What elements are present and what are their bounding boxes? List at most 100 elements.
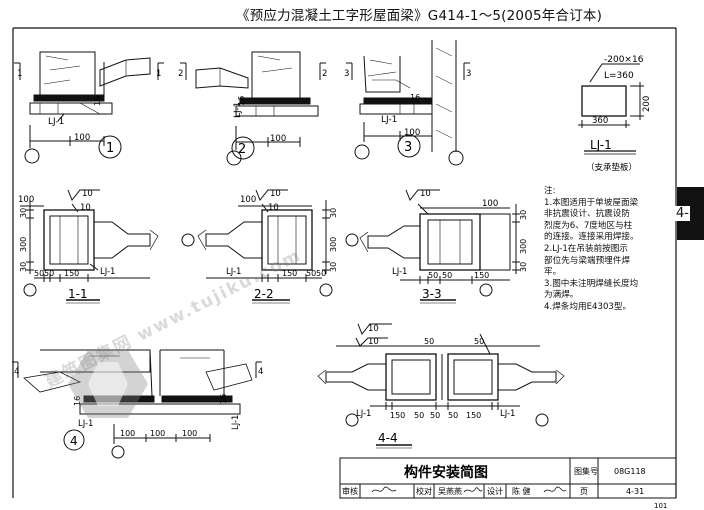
sheet-border xyxy=(12,27,677,498)
chapter-tab-label: 4- xyxy=(675,206,690,221)
section-title-3-3: 3-3 xyxy=(422,287,442,301)
section-4-4-weld-mid: 10 xyxy=(368,337,379,347)
s22-dim-30-bottom: 30 xyxy=(329,262,338,272)
section-4-4-weld-top: 10 xyxy=(368,324,379,334)
note-line: 部位先与梁端预埋件焊 xyxy=(544,255,630,266)
detail-number-3: 3 xyxy=(404,140,412,155)
s44-dim-50-top-a: 50 xyxy=(424,337,434,346)
section-title-4-4: 4-4 xyxy=(378,431,398,445)
detail-3-plate-label: LJ-1 xyxy=(381,115,397,125)
s33-dim-50b: 50 xyxy=(442,271,452,280)
s11-dim-30-top: 30 xyxy=(19,208,28,218)
detail-2-dim-100: 100 xyxy=(270,134,286,144)
detail-3-weld-16: 16 xyxy=(410,93,420,102)
s11-dim-30-bottom: 30 xyxy=(19,262,28,272)
cut-mark-2-right: 2 xyxy=(322,69,327,79)
s11-dim-50a: 50 xyxy=(34,269,44,278)
s33-dim-30-bottom: 30 xyxy=(519,262,528,272)
s44-dim-50-a: 50 xyxy=(414,411,424,420)
s44-dim-50-top-b: 50 xyxy=(474,337,484,346)
s22-dim-30-top: 30 xyxy=(329,208,338,218)
detail-3-dim-100: 100 xyxy=(404,128,420,138)
s33-dim-50a: 50 xyxy=(428,271,438,280)
section-3-3-weld-top: 10 xyxy=(420,189,431,199)
s11-dim-100: 100 xyxy=(18,195,34,205)
s22-plate-label: LJ-1 xyxy=(226,267,241,277)
section-1-1-weld-top: 10 xyxy=(82,189,93,199)
note-line: 为满焊。 xyxy=(544,290,579,301)
plate-dim-vertical: 200 xyxy=(642,96,652,112)
section-1-1 xyxy=(20,189,159,304)
atlas-no-value: 08G118 xyxy=(614,467,646,476)
s11-dim-150: 150 xyxy=(64,269,79,278)
s22-dim-150: 150 xyxy=(282,269,297,278)
detail-1-weld-16: 16 xyxy=(93,96,102,106)
note-line: 1.本图适用于单坡屋面梁 xyxy=(544,197,639,208)
cut-mark-3-right: 3 xyxy=(466,69,471,79)
notes-block: 注: 1.本图适用于单坡屋面梁 非抗震设计、抗震设防 烈度为6、7度地区与柱 的… xyxy=(544,186,674,314)
check-label: 校对 xyxy=(416,486,432,496)
section-1-1-weld-mid: 10 xyxy=(80,203,91,213)
s33-dim-300: 300 xyxy=(519,239,528,254)
checker-signature xyxy=(463,487,483,493)
cut-mark-2-left: 2 xyxy=(178,69,183,79)
d4-dim-100-c: 100 xyxy=(182,429,197,438)
note-line: 3.图中未注明焊缝长度均 xyxy=(544,278,639,289)
atlas-header-title: 《预应力混凝土工字形屋面梁》G414-1～5(2005年合订本) xyxy=(236,8,603,24)
notes-heading: 注: xyxy=(544,186,556,196)
review-signature xyxy=(371,486,397,493)
s44-plate-label-left: LJ-1 xyxy=(356,409,371,419)
s11-dim-300: 300 xyxy=(19,237,28,252)
s33-dim-100: 100 xyxy=(482,199,498,209)
cut-mark-1-right: 1 xyxy=(156,69,161,79)
detail-4-plate-label-right: LJ-1 xyxy=(231,415,241,430)
detail-2 xyxy=(180,51,326,166)
section-4-4 xyxy=(317,323,565,449)
section-2-2-weld-mid: 10 xyxy=(268,203,279,213)
s44-dim-50-b: 50 xyxy=(430,411,440,420)
cut-mark-3-left: 3 xyxy=(344,69,349,79)
note-line: 牢。 xyxy=(544,267,562,278)
cut-mark-4-right: 4 xyxy=(258,367,263,377)
detail-2-plate-label: LJ-1 xyxy=(233,102,243,118)
designer-signature xyxy=(543,486,567,493)
title-block-title: 构件安装简图 xyxy=(404,464,488,481)
page-label: 页 xyxy=(580,487,588,496)
s11-plate-label: LJ-1 xyxy=(100,267,115,277)
detail-3 xyxy=(346,40,470,166)
s22-dim-50a: 50 xyxy=(306,269,316,278)
watermark-logo xyxy=(68,350,148,418)
detail-number-1: 1 xyxy=(106,141,114,156)
s33-dim-30-top: 30 xyxy=(519,210,528,220)
section-3-3 xyxy=(345,189,520,304)
s44-dim-150-right: 150 xyxy=(466,411,481,420)
note-line: 烈度为6、7度地区与柱 xyxy=(544,220,633,231)
title-block-frame xyxy=(339,457,677,499)
d4-dim-100-a: 100 xyxy=(120,429,135,438)
s33-plate-label: LJ-1 xyxy=(392,267,407,277)
plate-spec: -200×16 xyxy=(604,55,644,65)
note-line: 2.LJ-1在吊装前按图示 xyxy=(544,243,628,254)
detail-4-plate-label-left: LJ-1 xyxy=(78,419,93,429)
plate-dim-horizontal: 360 xyxy=(592,116,608,126)
note-line: 的连接。连接采用焊接。 xyxy=(544,232,639,243)
plate-length: L=360 xyxy=(604,71,634,81)
note-line: 4.焊条均用E4303型。 xyxy=(544,301,632,312)
page-bottom-number: 101 xyxy=(654,502,667,510)
design-label: 设计 xyxy=(487,486,503,496)
section-title-1-1: 1-1 xyxy=(68,287,88,301)
section-2-2-weld-top: 10 xyxy=(270,189,281,199)
detail-4-weld-16-left: 16 xyxy=(73,396,82,406)
detail-2-weld-16: 16 xyxy=(237,96,246,106)
detail-number-4: 4 xyxy=(70,434,78,448)
d4-dim-100-b: 100 xyxy=(150,429,165,438)
note-line: 非抗震设计、抗震设防 xyxy=(544,209,630,220)
review-label: 审核 xyxy=(342,486,358,496)
s22-dim-100: 100 xyxy=(240,195,256,205)
s33-dim-150: 150 xyxy=(474,271,489,280)
detail-number-2: 2 xyxy=(238,142,246,157)
detail-1 xyxy=(14,51,164,164)
detail-1-dim-100: 100 xyxy=(74,133,90,143)
detail-1-plate-label: LJ-1 xyxy=(48,117,64,127)
